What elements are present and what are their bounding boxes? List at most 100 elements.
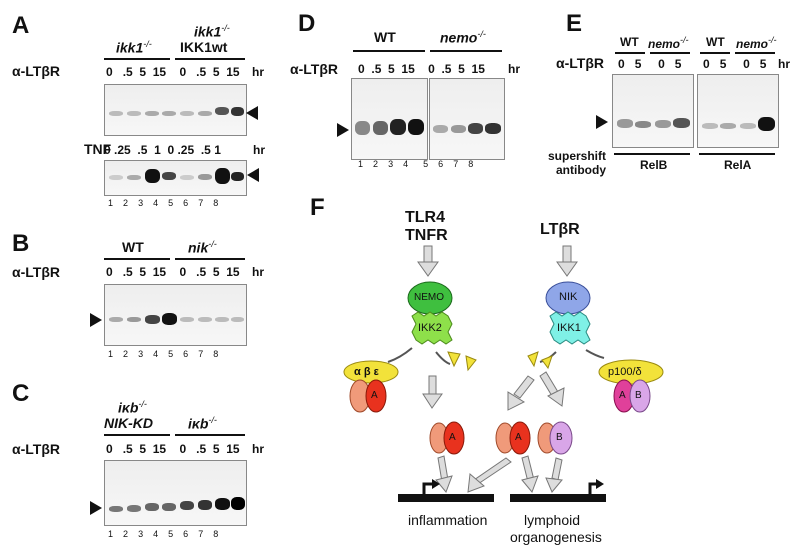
dimer1-rela <box>443 421 465 455</box>
panel-a-gel-bottom <box>104 160 247 196</box>
panel-e-bar1 <box>615 52 645 54</box>
panel-e-label: E <box>566 10 583 37</box>
fragment-1 <box>447 351 461 368</box>
ikb-rela-label: A <box>371 390 378 401</box>
panel-d-group1-bar <box>353 50 425 52</box>
right-receptor-arrow <box>556 245 578 277</box>
panel-a-group2-line2: IKK1wt <box>180 39 228 55</box>
dimer2-label: A <box>515 432 522 443</box>
panel-c-group1-bar <box>104 434 170 436</box>
ikb-rela <box>365 379 387 413</box>
panel-c-group1-line1: iκb-/- <box>118 399 147 416</box>
outcome-lymphoid-line1: lymphoid <box>524 512 581 528</box>
panel-e-group2a: nemo-/- <box>648 35 689 51</box>
left-receptor-line1: TLR4 <box>405 209 445 226</box>
panel-e-times-a: 0 5 0 5 <box>618 57 682 71</box>
panel-c-treatment: α-LTβR <box>12 441 60 457</box>
panel-e-group2b: nemo-/- <box>736 35 777 51</box>
panel-b-lanes: 1 2 3 4 5 6 7 8 <box>108 349 219 359</box>
panel-d-label: D <box>298 10 316 37</box>
panel-f-label: F <box>310 194 325 221</box>
panel-e-times-b: 0 5 0 5 <box>703 57 767 71</box>
outcome-inflammation: inflammation <box>408 512 488 528</box>
p100-label: p100/δ <box>608 366 642 378</box>
p100-a-label: A <box>619 390 626 401</box>
p100-b-label: B <box>635 390 642 401</box>
nik-label: NIK <box>559 291 578 303</box>
ikk1-node <box>549 311 591 345</box>
panel-a-unit1: hr <box>252 65 264 79</box>
dimer3-label: B <box>556 432 563 443</box>
panel-e-treatment: α-LTβR <box>556 55 604 71</box>
panel-e-group1b: WT <box>706 35 725 49</box>
panel-d-group2: nemo-/- <box>440 29 486 46</box>
fragment-2 <box>465 355 477 372</box>
panel-d-lanes: 1 2 3 4 5 6 7 8 <box>358 159 474 169</box>
dimer3-relb <box>549 421 573 455</box>
panel-b-treatment: α-LTβR <box>12 264 60 280</box>
panel-a-label: A <box>12 12 30 39</box>
panel-b-unit: hr <box>252 265 264 279</box>
panel-d-gel-wt <box>351 78 428 160</box>
panel-e-group1a: WT <box>620 35 639 49</box>
left-receptor-line2: TNFR <box>405 227 448 244</box>
panel-a-times2: 0 .25 .5 1 0 .25 .5 1 <box>104 143 221 157</box>
fragment-4 <box>541 355 553 370</box>
panel-e-gel-rela <box>697 74 779 148</box>
panel-d-treatment: α-LTβR <box>290 61 338 77</box>
panel-c-times: 0 .5 5 15 0 .5 5 15 <box>106 442 240 456</box>
panel-b-group2-bar <box>175 258 245 260</box>
panel-e-unit: hr <box>778 57 790 71</box>
panel-b-group1-bar <box>104 258 170 260</box>
panel-c-unit: hr <box>252 442 264 456</box>
panel-b-gel <box>104 284 247 346</box>
panel-d-group1: WT <box>374 29 396 45</box>
right-receptor: LTβR <box>540 221 580 238</box>
panel-a-treatment2: TNF <box>84 141 112 157</box>
ikk2-node <box>411 311 453 345</box>
panel-c-group1-line2: NIK-KD <box>104 415 153 431</box>
nemo-label: NEMO <box>414 292 444 303</box>
ikk2-curve-right <box>435 351 451 365</box>
panel-c-arrow <box>90 501 102 515</box>
panel-a-group2-bar <box>175 58 245 60</box>
panel-e-arrow <box>596 115 608 129</box>
panel-d-unit: hr <box>508 62 520 76</box>
panel-a-group2-line1: ikk1-/- <box>194 23 230 40</box>
panel-e-gel-relb <box>612 74 694 148</box>
panel-e-bar2 <box>650 52 690 54</box>
dimer2-rela <box>509 421 531 455</box>
panel-e-antibody2: RelA <box>724 158 752 172</box>
ikk1-label: IKK1 <box>557 322 581 334</box>
panel-a-gel-top <box>104 84 247 136</box>
panel-e-bar4 <box>735 52 775 54</box>
panel-a-unit2: hr <box>253 143 265 157</box>
panel-e-supershift-line2: antibody <box>556 163 606 177</box>
panel-c-gel <box>104 460 247 526</box>
ikk1-curve-right <box>585 349 605 359</box>
ikk2-label: IKK2 <box>418 322 442 334</box>
lymphoid-gene <box>510 494 606 502</box>
panel-b-group1: WT <box>122 239 144 255</box>
panel-a-times1: 0 .5 5 15 0 .5 5 15 <box>106 65 240 79</box>
panel-e-relb-bar <box>614 153 690 155</box>
panel-a-group1: ikk1-/- <box>116 39 152 56</box>
panel-b-label: B <box>12 230 30 257</box>
panel-a-arrow-top <box>246 106 258 120</box>
panel-d-times: 0 .5 5 15 0 .5 5 15 <box>358 62 485 76</box>
panel-a-treatment: α-LTβR <box>12 63 60 79</box>
panel-e-antibody1: RelB <box>640 158 668 172</box>
panel-a-lanes: 1 2 3 4 5 6 7 8 <box>108 198 219 208</box>
panel-c-group2-bar <box>175 434 245 436</box>
panel-e-supershift-line1: supershift <box>548 149 607 163</box>
panel-e-rela-bar <box>699 153 775 155</box>
panel-d-arrow <box>337 123 349 137</box>
panel-c-label: C <box>12 380 30 407</box>
fragment-3 <box>527 351 539 368</box>
panel-c-group2: iκb-/- <box>188 415 217 432</box>
panel-d-group2-bar <box>430 50 502 52</box>
dimer1-label: A <box>449 432 456 443</box>
panel-b-times: 0 .5 5 15 0 .5 5 15 <box>106 265 240 279</box>
ikk2-curve-left <box>387 347 413 363</box>
